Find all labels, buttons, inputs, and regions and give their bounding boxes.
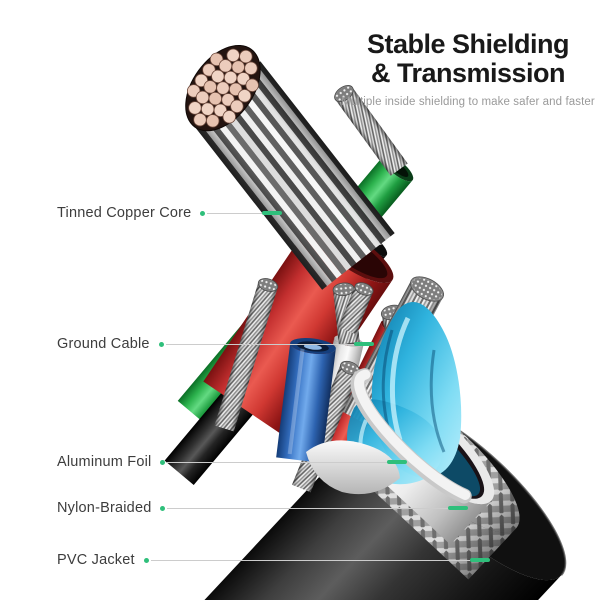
leader-dot: [200, 210, 206, 216]
leader-dot: [143, 557, 149, 563]
callout-nylon-braided: Nylon-Braided: [57, 498, 468, 518]
leader-line: [167, 461, 387, 463]
callout-aluminum-foil: Aluminum Foil: [57, 452, 407, 472]
foil-edge-flap: [306, 440, 400, 495]
red-core-wire: [185, 44, 395, 438]
leader-target-dash: [448, 506, 468, 510]
callout-label: Aluminum Foil: [57, 454, 152, 470]
ground-wire-1: [214, 278, 279, 432]
ground-wire-2: [338, 282, 374, 335]
title-line-1: Stable Shielding: [366, 29, 570, 59]
aluminum-foil-front-rim: [350, 368, 472, 504]
leader-target-dash: [262, 211, 282, 215]
callout-label: Ground Cable: [57, 336, 150, 352]
blue-wire: [276, 338, 336, 463]
copper-core-cut-face: [185, 44, 261, 132]
header: Stable Shielding & Transmission Multiple…: [338, 30, 598, 108]
page-subtitle: Multiple inside shielding to make safer …: [341, 96, 595, 109]
leader-line: [167, 507, 448, 509]
callout-label: Nylon-Braided: [57, 500, 152, 516]
callout-label: Tinned Copper Core: [57, 205, 192, 221]
leader-dot: [160, 505, 166, 511]
callout-label: PVC Jacket: [57, 552, 135, 568]
tinned-copper-core: [185, 44, 395, 290]
leader-target-dash: [354, 342, 374, 346]
callout-ground-cable: Ground Cable: [57, 334, 374, 354]
leader-target-dash: [387, 460, 407, 464]
leader-target-dash: [470, 558, 490, 562]
leader-line: [150, 559, 470, 561]
callout-tinned-copper-core: Tinned Copper Core: [57, 203, 282, 223]
leader-dot: [158, 341, 164, 347]
green-wire-conductor: [334, 85, 408, 176]
page-title: Stable Shielding & Transmission: [338, 30, 598, 87]
leader-dot: [160, 459, 166, 465]
callout-pvc-jacket: PVC Jacket: [57, 550, 490, 570]
leader-line: [207, 212, 262, 214]
leader-line: [165, 343, 354, 345]
title-line-2: & Transmission: [370, 57, 566, 88]
